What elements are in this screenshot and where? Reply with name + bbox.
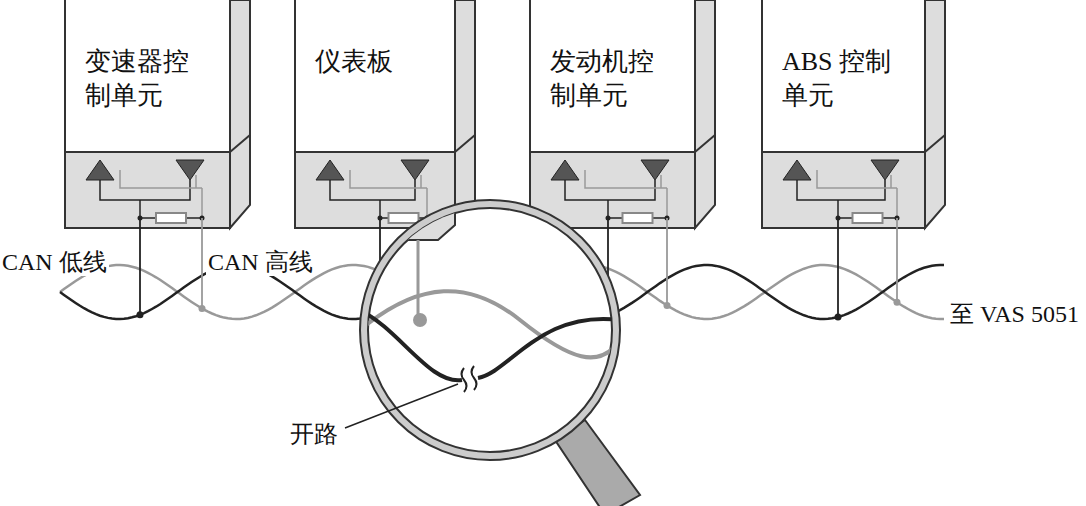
magnified-view (360, 205, 620, 392)
resistor-symbol (389, 213, 419, 223)
drawing-stroke (350, 170, 427, 188)
drawing-stroke (139, 200, 141, 218)
housing-front (65, 0, 230, 152)
drawing-stroke (666, 188, 668, 218)
drawing-stroke (817, 170, 897, 188)
control-unit-box: ABS 控制单元 (782, 45, 919, 113)
resistor-symbol (623, 213, 653, 223)
can-low-stub (837, 218, 839, 317)
housing-side (925, 0, 945, 228)
magnifier-rim (360, 200, 620, 460)
drawing-stroke (695, 135, 715, 152)
unit-label: 发动机控制单元 (550, 45, 670, 113)
leader-line (345, 384, 458, 428)
drawing-stroke (379, 200, 381, 218)
receiver-symbol (86, 160, 114, 180)
destination-label: 至 VAS 5051 (948, 300, 1081, 328)
drawing-stroke (455, 135, 475, 152)
transmitter-symbol (401, 160, 429, 180)
drawing-stroke (426, 188, 428, 218)
drawing-stroke (230, 135, 250, 152)
housing-front (530, 0, 695, 152)
junction-dot (894, 299, 901, 306)
magnifier-lens (368, 208, 612, 452)
junction-dot (199, 305, 206, 312)
resistor-symbol (156, 213, 186, 223)
housing-front (295, 0, 455, 152)
transmitter-symbol (641, 160, 669, 180)
can-high-stub (201, 218, 203, 308)
transceiver-panel (65, 152, 230, 228)
signal-name: CAN 低线 (0, 248, 109, 276)
control-unit-box: 变速器控制单元 (85, 45, 224, 113)
signal-name: CAN 高线 (206, 248, 315, 276)
drawing-stroke (330, 180, 415, 200)
control-unit-box: 发动机控制单元 (550, 45, 689, 113)
drawing-stroke (100, 180, 190, 200)
receiver-symbol (783, 160, 811, 180)
unit-label: 仪表板 (315, 45, 435, 79)
drawing-stroke (837, 200, 839, 218)
drawing-stroke (201, 188, 203, 218)
housing-side (695, 0, 715, 228)
junction-dot (664, 302, 671, 309)
break-mark (462, 366, 477, 392)
drawing-stroke (380, 205, 455, 240)
drawing-stroke (120, 170, 202, 188)
fault-label: 开路 (288, 420, 340, 448)
drawing-stroke (607, 200, 609, 218)
junction-dot (835, 314, 842, 321)
drawing-stroke (925, 135, 945, 152)
control-unit-box: 仪表板 (315, 45, 449, 79)
drawing-stroke (417, 240, 420, 320)
receiver-symbol (316, 160, 344, 180)
housing-front (762, 0, 925, 152)
junction-dot (137, 311, 144, 318)
unit-label: 变速器控制单元 (85, 45, 205, 113)
drawing-stroke (896, 188, 898, 218)
control-unit-drawing (762, 0, 945, 321)
housing-side (455, 0, 475, 228)
transmitter-symbol (176, 160, 204, 180)
unit-label: ABS 控制单元 (782, 45, 902, 113)
can-high-stub (666, 218, 668, 305)
housing-side (230, 0, 250, 228)
resistor-symbol (853, 213, 883, 223)
drawing-stroke (585, 170, 667, 188)
transmitter-symbol (871, 160, 899, 180)
receiver-symbol (551, 160, 579, 180)
drawing-stroke (565, 180, 655, 200)
can-low-stub (139, 218, 141, 315)
drawing-stroke (797, 180, 885, 200)
drawing-stroke (360, 291, 620, 357)
transceiver-panel (762, 152, 925, 228)
drawing-stroke (360, 310, 620, 380)
junction-dot (413, 313, 427, 327)
can-high-stub (896, 218, 898, 302)
